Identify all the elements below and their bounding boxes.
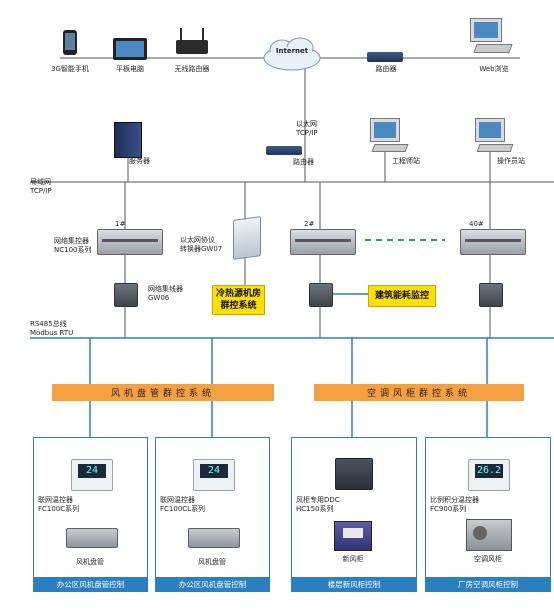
zone-3: 风柜专用DDC HC150系列 新风柜 楼层新风柜控制 bbox=[291, 437, 417, 592]
operator-keyboard-icon bbox=[476, 144, 514, 152]
zone-3-ctrl-1: 风柜专用DDC bbox=[296, 496, 340, 504]
operator-label: 操作员站 bbox=[497, 157, 525, 165]
wireless-router-icon bbox=[176, 28, 208, 54]
hub-40 bbox=[479, 283, 503, 307]
web-keyboard-icon bbox=[473, 44, 513, 53]
zone-1-ctrl-1: 联网温控器 bbox=[38, 496, 73, 504]
nc-label-2: NC100系列 bbox=[54, 246, 92, 254]
gateway-40 bbox=[460, 229, 526, 255]
zone-3-ctrl-2: HC150系列 bbox=[296, 505, 334, 513]
internet-label: Internet bbox=[275, 47, 309, 55]
ethernet-label-1: 以太网 bbox=[296, 120, 317, 128]
zone-4: 26.2 比例积分温控器 FC900系列 空调风柜 厂房空调风柜控制 bbox=[425, 437, 551, 592]
internet-cloud-icon bbox=[263, 37, 321, 71]
zone-4-ctrl-2: FC900系列 bbox=[430, 505, 467, 513]
wireless-router-label: 无线路由器 bbox=[174, 65, 210, 73]
ethernet-label-2: TCP/IP bbox=[296, 129, 318, 137]
cold-hot-line2: 群控系统 bbox=[220, 301, 257, 311]
ahu-group-label: 空调风柜群控系统 bbox=[366, 389, 471, 399]
lan-label-2: TCP/IP bbox=[30, 187, 52, 195]
mid-router-icon bbox=[266, 146, 302, 155]
fresh-air-unit-icon bbox=[334, 521, 372, 551]
tablet-icon bbox=[113, 38, 147, 60]
zone-2: 24 联网温控器 FC100CL系列 风机盘管 办公区风机盘管控制 bbox=[155, 437, 270, 592]
zone-1-ctrl-2: FC100C系列 bbox=[38, 505, 80, 513]
thermostat-2: 24 bbox=[193, 459, 235, 491]
zone-4-device: 空调风柜 bbox=[474, 555, 502, 563]
gateway-40-number: 40# bbox=[469, 220, 484, 228]
fan-coil-2 bbox=[188, 528, 240, 548]
gateway-2-number: 2# bbox=[304, 220, 315, 228]
fcu-group-label: 风机盘管群控系统 bbox=[110, 389, 215, 399]
ahu-unit-icon bbox=[466, 519, 512, 551]
engineer-pc-icon bbox=[370, 118, 400, 142]
ahu-group-bar: 空调风柜群控系统 bbox=[314, 384, 524, 401]
engineer-keyboard-icon bbox=[371, 144, 409, 152]
zone-4-title: 厂房空调风柜控制 bbox=[426, 577, 550, 591]
zone-4-ctrl-1: 比例积分温控器 bbox=[430, 496, 479, 504]
cold-hot-line1: 冷热源机房 bbox=[216, 289, 262, 299]
server-label: 服务器 bbox=[129, 157, 150, 165]
zone-2-ctrl-1: 联网温控器 bbox=[160, 496, 195, 504]
lan-label-1: 局域网 bbox=[30, 178, 51, 186]
router-label: 路由器 bbox=[375, 65, 397, 73]
converter-label-1: 以太网协议 bbox=[180, 236, 215, 244]
zone-2-ctrl-2: FC100CL系列 bbox=[160, 505, 206, 513]
smartphone-icon bbox=[63, 30, 77, 55]
engineer-label: 工程师站 bbox=[392, 157, 420, 165]
fan-coil-1 bbox=[66, 528, 118, 548]
thermostat-4-display: 26.2 bbox=[475, 464, 503, 478]
converter-label-2: 转换器GW07 bbox=[180, 245, 223, 253]
energy-monitor-box: 建筑能耗监控 bbox=[368, 285, 437, 307]
gw06-label-2: GW06 bbox=[148, 294, 170, 302]
gateway-1 bbox=[97, 229, 163, 255]
protocol-converter-icon bbox=[233, 216, 261, 260]
ddc-controller-icon bbox=[335, 458, 373, 490]
gw06-label-1: 网络集线器 bbox=[148, 285, 183, 293]
thermostat-1-display: 24 bbox=[78, 464, 106, 478]
zone-2-device: 风机盘管 bbox=[198, 558, 226, 566]
zone-1-device: 风机盘管 bbox=[76, 558, 104, 566]
energy-monitor-label: 建筑能耗监控 bbox=[375, 291, 430, 301]
thermostat-1: 24 bbox=[71, 459, 113, 491]
hub-2 bbox=[309, 283, 333, 307]
gateway-1-number: 1# bbox=[115, 220, 126, 228]
zone-3-title: 楼层新风柜控制 bbox=[292, 577, 416, 591]
web-label: Web浏览 bbox=[479, 65, 509, 73]
server-icon bbox=[114, 122, 142, 158]
zone-2-title: 办公区风机盘管控制 bbox=[156, 577, 269, 591]
thermostat-2-display: 24 bbox=[200, 464, 228, 478]
gateway-2 bbox=[290, 229, 356, 255]
phone-label: 3G智能手机 bbox=[51, 65, 89, 73]
zone-1-title: 办公区风机盘管控制 bbox=[34, 577, 147, 591]
cold-hot-source-box: 冷热源机房 群控系统 bbox=[212, 285, 266, 315]
mid-router-label: 路由器 bbox=[293, 158, 314, 166]
zone-3-device: 新风柜 bbox=[342, 555, 364, 563]
router-icon bbox=[367, 52, 403, 62]
tablet-label: 平板电脑 bbox=[116, 65, 144, 73]
rs485-label-2: Modbus RTU bbox=[30, 329, 74, 337]
web-pc-icon bbox=[470, 18, 502, 42]
hub-1 bbox=[114, 283, 138, 307]
zone-1: 24 联网温控器 FC100C系列 风机盘管 办公区风机盘管控制 bbox=[33, 437, 148, 592]
rs485-label-1: RS485总线 bbox=[30, 320, 67, 328]
operator-pc-icon bbox=[475, 118, 505, 142]
nc-label-1: 网络集控器 bbox=[54, 237, 89, 245]
thermostat-4: 26.2 bbox=[468, 459, 510, 491]
fcu-group-bar: 风机盘管群控系统 bbox=[52, 384, 274, 401]
